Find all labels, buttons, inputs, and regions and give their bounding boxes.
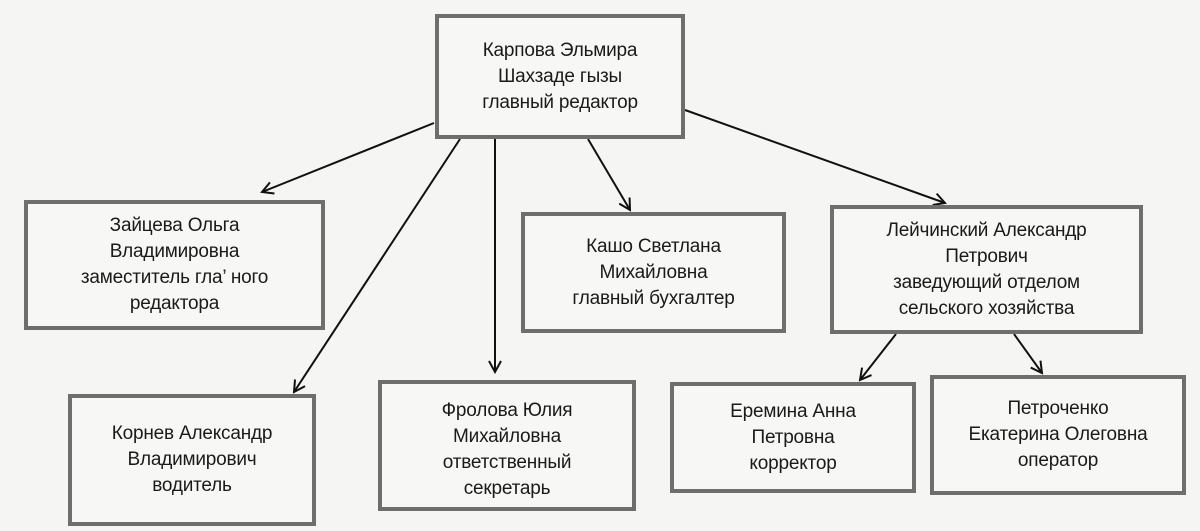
node-line: корректор — [749, 452, 837, 474]
node-line: Петроченко — [1007, 398, 1109, 419]
node-line: Еремина Анна — [730, 400, 856, 422]
node-operator: Петроченко Екатерина Олеговна оператор — [930, 375, 1186, 495]
node-line: главный редактор — [482, 91, 638, 113]
node-line: Корнев Александр — [111, 423, 273, 444]
node-line: Кашо Светлана — [586, 235, 721, 257]
node-line: Владимирович — [127, 449, 257, 470]
node-line: заместитель гла’ ного — [80, 267, 269, 288]
node-line: Петрович — [945, 245, 1028, 267]
node-deputy-editor: Зайцева Ольга Владимировна заместитель г… — [24, 200, 325, 330]
node-line: Михайловна — [599, 261, 708, 283]
node-line: Шахзаде гызы — [497, 65, 623, 87]
node-line: Фролова Юлия — [441, 400, 573, 421]
arrow-root-to-kasho — [587, 138, 630, 210]
node-line: главный бухгалтер — [572, 287, 735, 309]
node-chief-editor: Карпова Эльмира Шахзаде гызы главный ред… — [435, 14, 685, 139]
node-line: Лейчинский Александр — [886, 219, 1087, 241]
node-line: Петровна — [751, 426, 835, 448]
arrow-root-to-leychinsky — [684, 109, 945, 203]
node-proofreader: Еремина Анна Петровна корректор — [670, 382, 916, 493]
node-line: сельского хозяйства — [898, 297, 1075, 319]
node-line: ответственный — [442, 452, 572, 473]
node-line: водитель — [152, 475, 232, 496]
arrow-leychinsky-to-eremina — [860, 333, 897, 380]
node-line: секретарь — [463, 478, 551, 499]
node-driver: Корнев Александр Владимирович водитель — [68, 394, 316, 526]
node-executive-secretary: Фролова Юлия Михайловна ответственный се… — [378, 380, 636, 511]
arrow-leychinsky-to-petrochenko — [1013, 333, 1042, 373]
node-line: Екатерина Олеговна — [968, 424, 1148, 445]
node-line: заведующий отделом — [893, 271, 1080, 293]
node-line: Зайцева Ольга — [109, 215, 240, 236]
node-line: редактора — [129, 293, 220, 314]
node-line: Михайловна — [453, 426, 561, 447]
node-line: Владимировна — [109, 241, 240, 262]
node-agriculture-dept-head: Лейчинский Александр Петрович заведующий… — [830, 205, 1143, 334]
node-chief-accountant: Кашо Светлана Михайловна главный бухгалт… — [521, 212, 786, 333]
arrow-root-to-zaytseva — [262, 122, 435, 192]
node-line: Карпова Эльмира — [482, 39, 638, 61]
node-line: оператор — [1017, 450, 1099, 471]
